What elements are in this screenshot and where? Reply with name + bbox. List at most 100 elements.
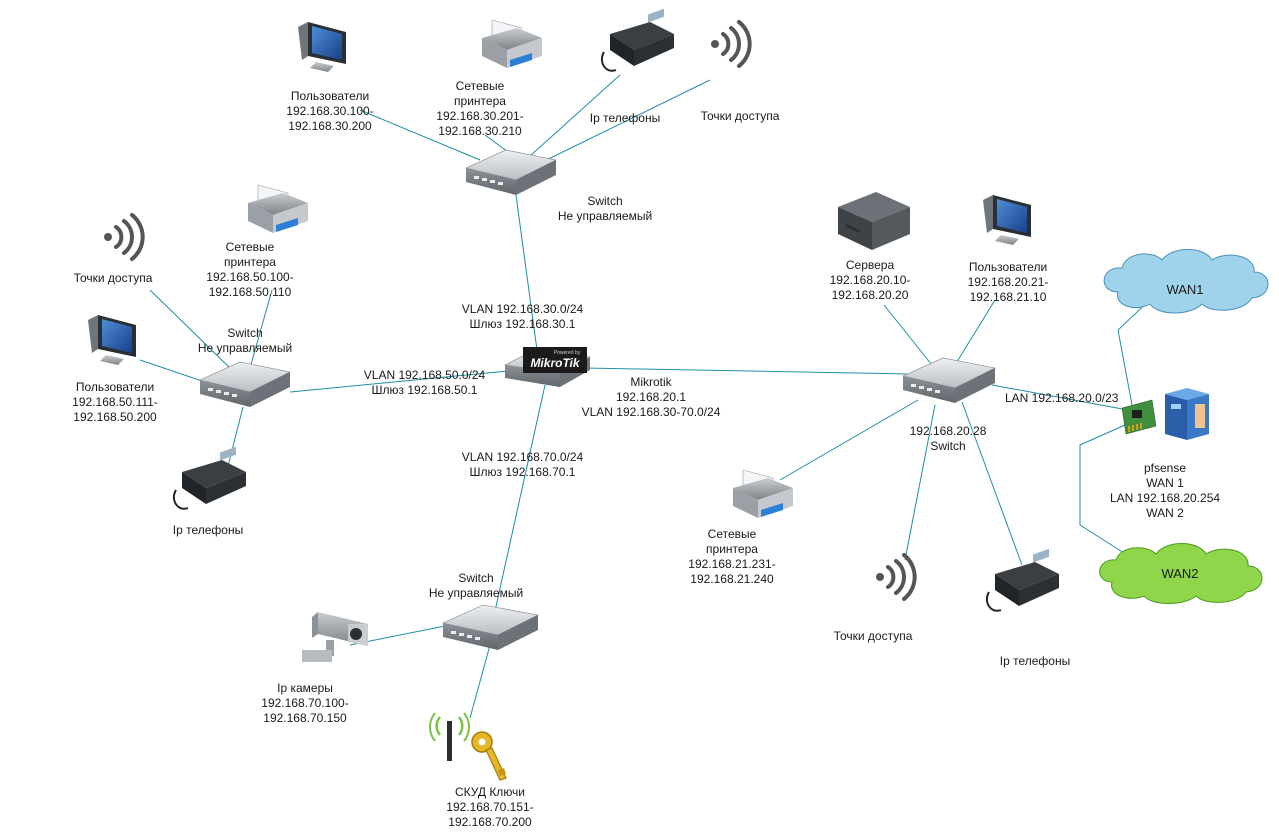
phone-icon-right [985, 548, 1059, 612]
printers-right-line3: 192.168.21.231- [688, 557, 776, 571]
users-left-line2: 192.168.50.111- [72, 395, 158, 409]
link-top-phones [519, 74, 621, 166]
printers-left-label: Сетевые принтера 192.168.50.100- 192.168… [190, 240, 310, 300]
vlan30-line1: VLAN 192.168.30.0/24 [461, 302, 584, 316]
vlan70-line1: VLAN 192.168.70.0/24 [461, 450, 584, 464]
vlan30-line2: Шлюз 192.168.30.1 [469, 317, 576, 331]
cameras-line1: Ip камеры [277, 681, 333, 695]
antenna-icon [428, 712, 471, 761]
servers-line3: 192.168.20.20 [831, 288, 909, 302]
camera-icon [302, 612, 368, 662]
phone-icon-top [600, 8, 674, 72]
users-right-line3: 192.168.21.10 [969, 290, 1047, 304]
cameras-label: Ip камеры 192.168.70.100- 192.168.70.150 [245, 681, 365, 726]
cameras-line3: 192.168.70.150 [263, 711, 347, 725]
link-right-ap [904, 404, 936, 561]
mikrotik-label: Mikrotik 192.168.20.1 VLAN 192.168.30-70… [566, 375, 736, 420]
printers-right-line1: Сетевые [707, 527, 757, 541]
access-point-icon-top [711, 20, 752, 68]
wan2-text: WAN2 [1161, 566, 1199, 581]
switch-bottom-icon [442, 604, 539, 650]
users-right-label: Пользователи 192.168.20.21- 192.168.21.1… [943, 260, 1073, 305]
link-left-ap [149, 289, 233, 371]
printers-top-line4: 192.168.30.210 [438, 124, 522, 138]
pfsense-label: pfsense WAN 1 LAN 192.168.20.254 WAN 2 [1095, 461, 1235, 521]
link-mikrotik-bottom-switch [492, 384, 546, 621]
link-mikrotik-right-switch [584, 367, 909, 375]
switch-top-label: Switch Не управляемый [545, 194, 665, 224]
vlan50-line2: Шлюз 192.168.50.1 [371, 383, 478, 397]
users-left-line1: Пользователи [75, 380, 155, 394]
printer-icon-right [733, 469, 793, 518]
monitor-icon-right [983, 195, 1031, 245]
switch-bottom-line2: Не управляемый [428, 586, 524, 600]
vlan50-label: VLAN 192.168.50.0/24 Шлюз 192.168.50.1 [352, 368, 497, 398]
phones-top-label: Ip телефоны [575, 111, 675, 126]
switch-left-label: Switch Не управляемый [185, 326, 305, 356]
link-wan1 [1117, 294, 1156, 406]
printers-left-line2: принтера [224, 255, 276, 269]
cloud-wan2-icon [1099, 543, 1263, 604]
skud-line2: 192.168.70.151- [446, 800, 534, 814]
ap-right-label: Точки доступа [818, 629, 928, 644]
switch-left-icon [199, 361, 291, 407]
printers-left-line3: 192.168.50.100- [206, 270, 294, 284]
mikrotik-line2: 192.168.20.1 [615, 390, 687, 404]
phones-right-text: Ip телефоны [999, 654, 1071, 668]
users-top-line3: 192.168.30.200 [288, 119, 372, 133]
link-right-pfsense [991, 384, 1129, 411]
link-top-users [359, 109, 481, 161]
mikrotik-logo-text: MikroTik [530, 356, 580, 370]
switch-right-label: 192.168.20.28 Switch [888, 424, 1008, 454]
servers-line1: Сервера [845, 258, 895, 272]
pfsense-line3: LAN 192.168.20.254 [1109, 491, 1221, 505]
link-top-switch-mikrotik [515, 194, 538, 351]
switch-top-icon [465, 149, 557, 195]
link-left-printers [249, 289, 273, 369]
ap-top-text: Точки доступа [700, 109, 780, 123]
switch-top-line1: Switch [587, 194, 623, 208]
link-right-users [954, 299, 996, 366]
vlan70-line2: Шлюз 192.168.70.1 [469, 465, 576, 479]
users-top-line2: 192.168.30.100- [286, 104, 374, 118]
cloud-wan1-icon [1103, 249, 1269, 314]
printers-right-label: Сетевые принтера 192.168.21.231- 192.168… [672, 527, 792, 587]
printers-left-line4: 192.168.50.110 [208, 285, 292, 299]
vlan50-line1: VLAN 192.168.50.0/24 [363, 368, 486, 382]
link-right-printers [779, 399, 919, 481]
wan1-text: WAN1 [1166, 282, 1204, 297]
printers-top-line3: 192.168.30.201- [436, 109, 524, 123]
link-right-servers [883, 304, 933, 366]
printers-right-line2: принтера [706, 542, 758, 556]
ap-left-label: Точки доступа [58, 271, 168, 286]
key-icon [471, 731, 507, 781]
wan2-label: WAN2 [1150, 566, 1210, 581]
connection-lines [139, 74, 1156, 719]
vlan70-label: VLAN 192.168.70.0/24 Шлюз 192.168.70.1 [450, 450, 595, 480]
printers-right-line4: 192.168.21.240 [690, 572, 774, 586]
switch-left-line2: Не управляемый [197, 341, 293, 355]
printer-icon-top [482, 19, 542, 68]
phones-left-label: Ip телефоны [158, 523, 258, 538]
link-bottom-skud [469, 644, 491, 719]
skud-line3: 192.168.70.200 [448, 815, 532, 829]
switch-right-line1: 192.168.20.28 [909, 424, 987, 438]
switch-right-line2: Switch [930, 439, 966, 453]
switch-top-line2: Не управляемый [557, 209, 653, 223]
users-left-line3: 192.168.50.200 [73, 410, 157, 424]
phones-left-text: Ip телефоны [172, 523, 244, 537]
phones-right-label: Ip телефоны [985, 654, 1085, 669]
phones-top-text: Ip телефоны [589, 111, 661, 125]
phone-icon-left [172, 446, 246, 510]
lan-link-label: LAN 192.168.20.0/23 [1005, 391, 1118, 406]
pfsense-line2: WAN 1 [1146, 476, 1184, 490]
monitor-icon-top [298, 22, 346, 72]
printers-top-line1: Сетевые [455, 79, 505, 93]
mikrotik-router-icon: Powered by MikroTik [504, 347, 591, 387]
servers-label: Сервера 192.168.20.10- 192.168.20.20 [815, 258, 925, 303]
users-top-label: Пользователи 192.168.30.100- 192.168.30.… [265, 89, 395, 134]
link-top-ap [529, 79, 711, 169]
skud-label: СКУД Ключи 192.168.70.151- 192.168.70.20… [430, 785, 550, 830]
server-icon [838, 192, 910, 250]
